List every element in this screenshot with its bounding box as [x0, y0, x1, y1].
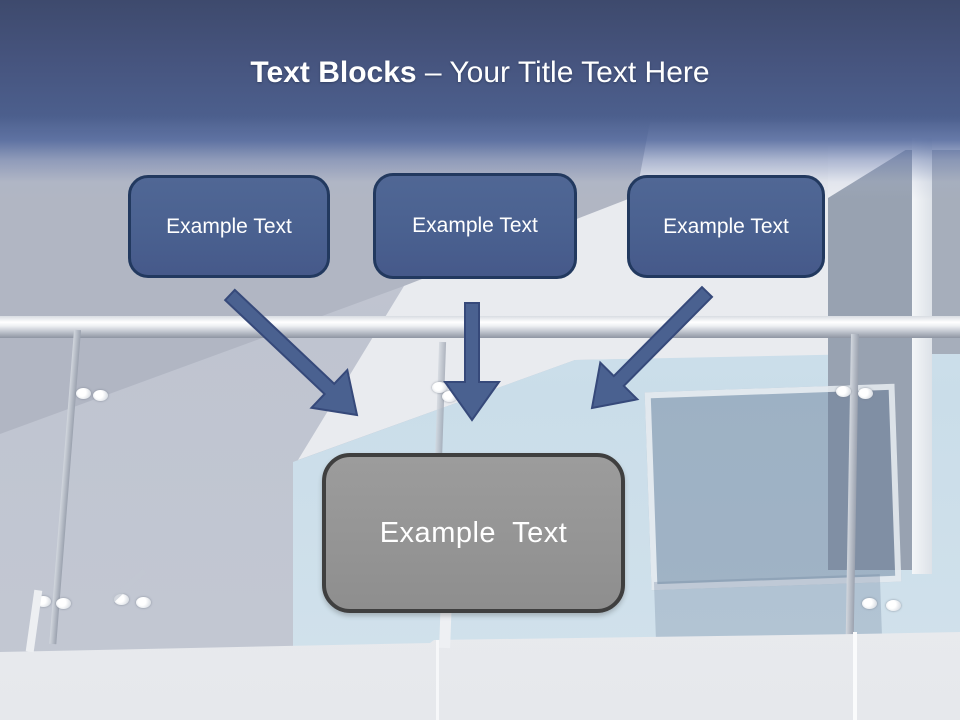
header-band — [0, 0, 960, 200]
slide-title: Text Blocks – Your Title Text Here — [0, 52, 960, 94]
arrow-down-right-icon[interactable] — [223, 288, 359, 417]
text-block-2[interactable]: Example Text — [373, 173, 577, 279]
glass-clamp — [36, 596, 51, 607]
text-block-2-label: Example Text — [412, 214, 538, 237]
glass-clamp — [93, 390, 108, 401]
glass-clamp — [442, 391, 457, 402]
arrow-down-left-icon[interactable] — [590, 285, 714, 410]
glass-clamp — [836, 386, 851, 397]
glass-clamp — [114, 594, 129, 605]
window-right — [828, 150, 912, 570]
glass-clamp — [858, 388, 873, 399]
result-block[interactable]: Example Text — [322, 453, 625, 613]
result-block-label: Example Text — [379, 516, 568, 549]
window-right-frame — [912, 138, 932, 574]
text-block-3-label: Example Text — [663, 214, 789, 238]
glass-clamp — [76, 388, 91, 399]
text-block-1[interactable]: Example Text — [128, 175, 330, 278]
glass-clamp — [886, 600, 901, 611]
wall-seam — [436, 640, 439, 720]
glass-clamp — [862, 598, 877, 609]
slide-title-regular: – Your Title Text Here — [416, 56, 710, 89]
glass-clamp — [136, 597, 151, 608]
wall-seam — [853, 632, 857, 720]
slide-title-bold: Text Blocks — [250, 56, 417, 89]
glass-clamp — [56, 598, 71, 609]
arrow-down-icon[interactable] — [443, 302, 501, 422]
text-block-1-label: Example Text — [166, 214, 292, 238]
glass-clamp — [432, 382, 447, 393]
text-block-3[interactable]: Example Text — [627, 175, 825, 278]
